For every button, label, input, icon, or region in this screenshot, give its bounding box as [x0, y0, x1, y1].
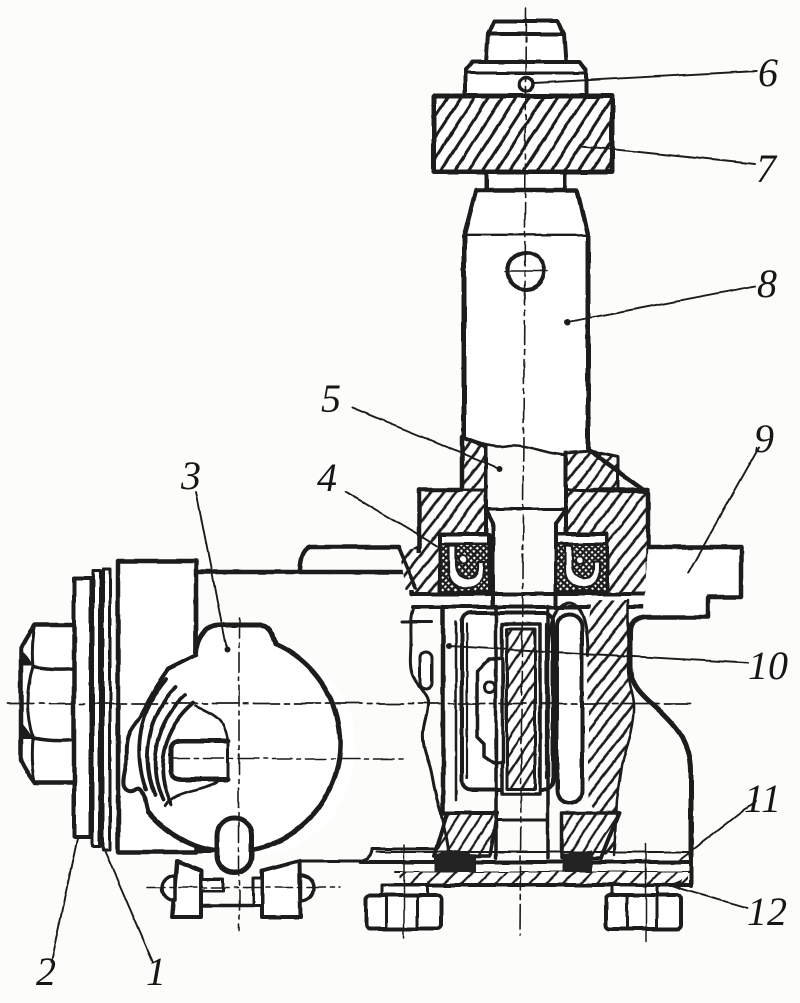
svg-text:9: 9 — [754, 416, 774, 461]
svg-text:10: 10 — [748, 643, 788, 688]
svg-text:11: 11 — [744, 776, 781, 821]
svg-text:1: 1 — [146, 949, 166, 994]
svg-text:2: 2 — [36, 949, 56, 994]
svg-text:4: 4 — [317, 455, 337, 500]
svg-text:12: 12 — [747, 889, 787, 934]
svg-text:6: 6 — [758, 50, 778, 95]
svg-text:8: 8 — [757, 261, 777, 306]
svg-text:5: 5 — [321, 376, 341, 421]
svg-text:3: 3 — [180, 453, 201, 498]
svg-text:7: 7 — [756, 146, 778, 191]
